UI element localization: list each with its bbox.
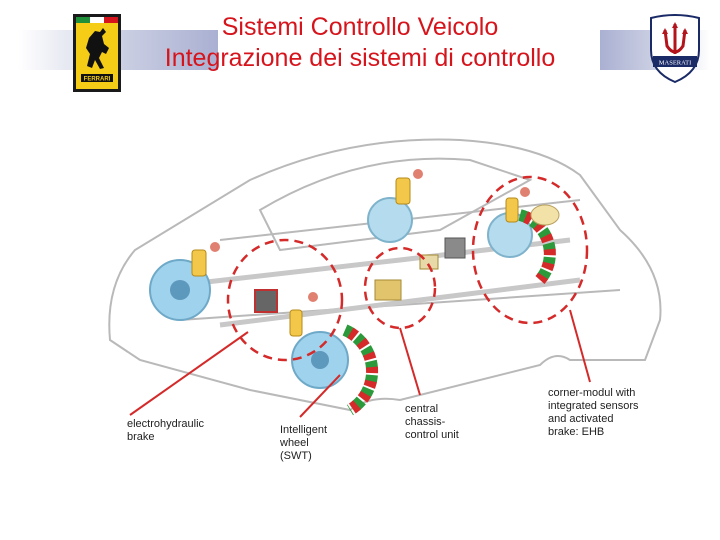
label-electrohydraulic-brake: electrohydraulic brake [127, 418, 204, 444]
title-line-2: Integrazione dei sistemi di controllo [120, 43, 600, 74]
reservoir-box [531, 205, 559, 225]
ferrari-logo-text: FERRARI [84, 77, 111, 83]
wheel-rear-right [368, 198, 412, 242]
label-intelligent-wheel: Intelligent wheel (SWT) [280, 424, 327, 463]
brake-actuators [192, 178, 518, 336]
central-control-unit-box [375, 280, 401, 300]
ferrari-logo-icon: FERRARI [73, 14, 121, 92]
page-title: Sistemi Controllo Veicolo Integrazione d… [120, 12, 600, 74]
title-line-1: Sistemi Controllo Veicolo [120, 12, 600, 43]
maserati-logo-icon: MASERATI [645, 14, 705, 84]
label-corner-modul: corner-modul with integrated sensors and… [548, 387, 639, 439]
maserati-logo-text: MASERATI [659, 60, 692, 67]
wheel-intelligent-swt [292, 330, 372, 410]
hydraulic-unit-box [255, 290, 277, 312]
label-central-chassis-control-unit: central chassis- control unit [405, 403, 459, 442]
highlight-hydraulic-brake [228, 240, 342, 360]
engine-unit-box [445, 238, 465, 258]
